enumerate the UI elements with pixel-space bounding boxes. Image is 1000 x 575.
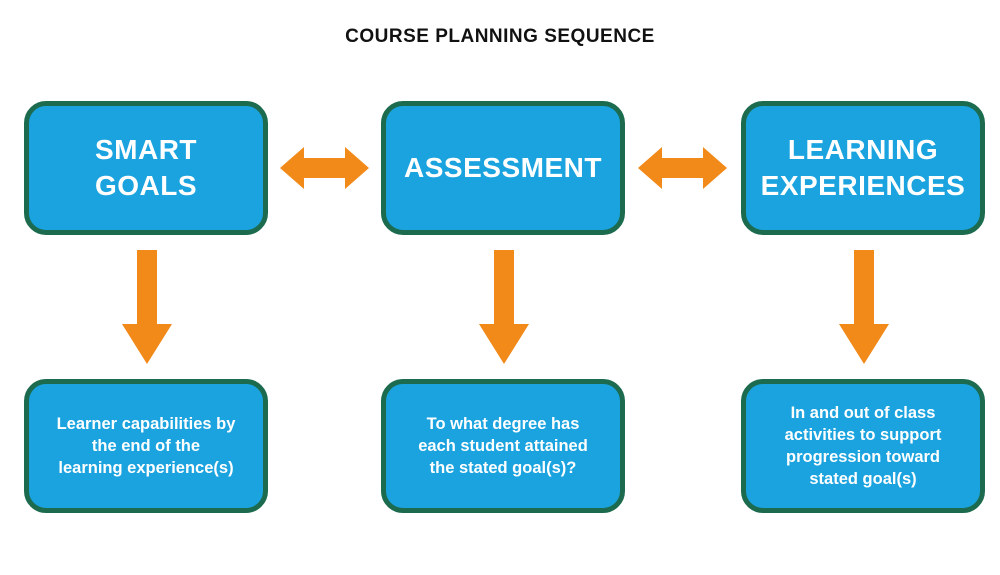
box-experiences-description: In and out of class activities to suppor… (741, 379, 985, 513)
box-assessment-label: ASSESSMENT (404, 152, 602, 183)
box-smart-goals-label: SMART GOALS (94, 134, 198, 201)
box-learning-experiences-label: LEARNING EXPERIENCES (760, 134, 966, 201)
box-assessment: ASSESSMENT (381, 101, 625, 235)
down-arrow-experiences (839, 250, 889, 364)
box-goals-description: Learner capabilities by the end of the l… (24, 379, 268, 513)
box-learning-experiences: LEARNING EXPERIENCES (741, 101, 985, 235)
double-arrow-goals-assessment (280, 147, 369, 189)
box-smart-goals: SMART GOALS (24, 101, 268, 235)
down-arrow-goals (122, 250, 172, 364)
double-arrow-assessment-experiences (638, 147, 727, 189)
box-assessment-description-text: To what degree has each student attained… (418, 415, 588, 477)
diagram-title: COURSE PLANNING SEQUENCE (345, 26, 655, 47)
box-experiences-description-text: In and out of class activities to suppor… (784, 404, 942, 488)
down-arrow-assessment (479, 250, 529, 364)
box-goals-description-text: Learner capabilities by the end of the l… (56, 415, 236, 477)
box-assessment-description: To what degree has each student attained… (381, 379, 625, 513)
